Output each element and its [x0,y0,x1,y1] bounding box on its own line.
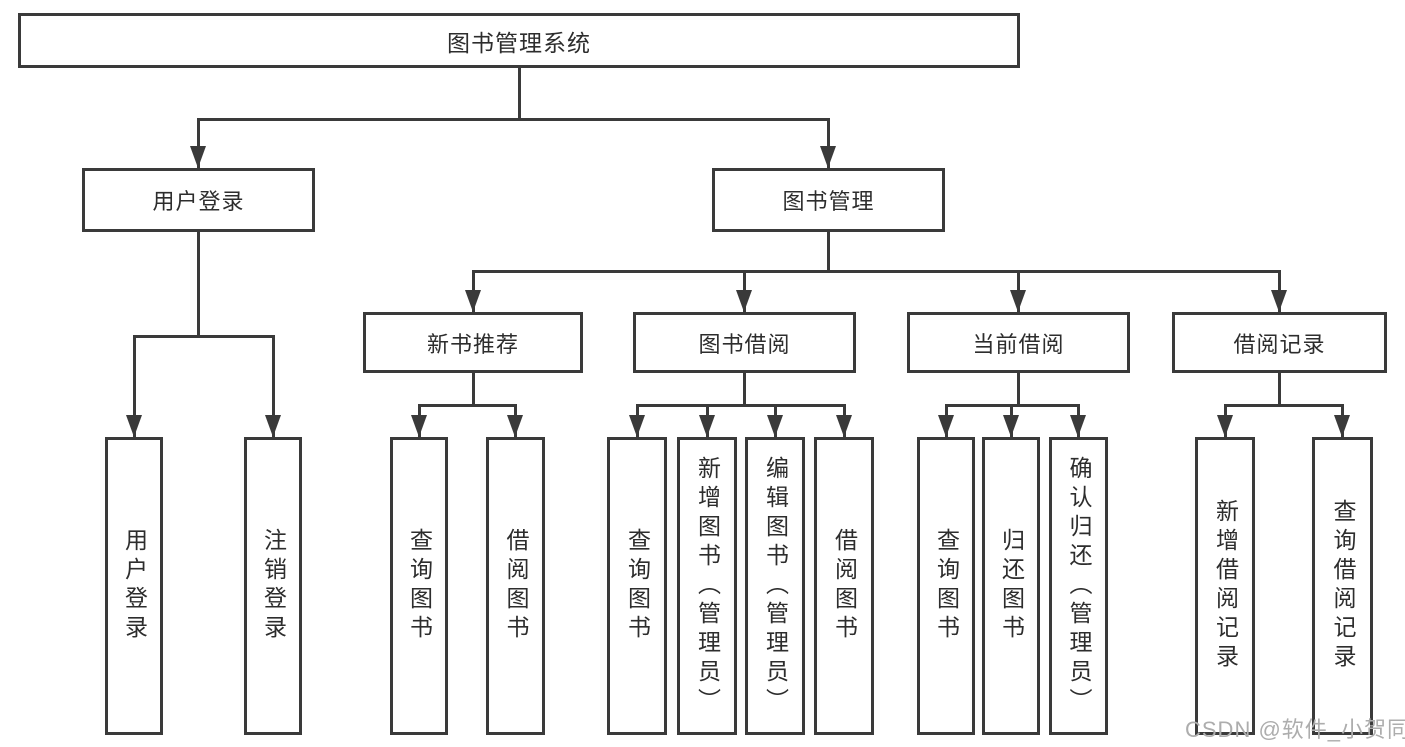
connector-borrow-records-stem [1278,373,1281,407]
node-br-query: 查询借阅记录 [1312,437,1373,735]
connector-user-login-stem [197,232,200,338]
connector-new-book-rec-stem [472,373,475,407]
arrowhead-book-mgmt [820,146,836,168]
connector-branch-borrow-records [1224,404,1344,407]
arrowhead-new-book-rec [465,290,481,312]
arrowhead-br-add [1217,415,1233,437]
connector-branch-new-book-rec [418,404,517,407]
node-bb-edit: 编辑图书（管理员） [745,437,805,735]
arrowhead-borrow-records [1271,290,1287,312]
node-nb-query: 查询图书 [390,437,448,735]
connector-branch-book-borrow [636,404,846,407]
connector-branch-user-login [133,335,275,338]
connector-root-trunk [518,68,521,121]
arrowhead-cb-query [938,415,954,437]
connector-book-mgmt-stem [827,232,830,273]
node-br-add: 新增借阅记录 [1195,437,1255,735]
node-bb-borrow: 借阅图书 [814,437,874,735]
arrowhead-current-borrow [1010,290,1026,312]
node-cb-return: 归还图书 [982,437,1040,735]
arrowhead-cb-confirm [1070,415,1086,437]
connector-to-ul-logout [272,335,275,437]
node-user-login: 用户登录 [82,168,315,232]
node-borrow-records: 借阅记录 [1172,312,1387,373]
node-nb-borrow: 借阅图书 [486,437,545,735]
arrowhead-nb-borrow [507,415,523,437]
watermark: CSDN @软件_小贺同学 [1185,717,1405,742]
node-book-mgmt: 图书管理 [712,168,945,232]
node-cb-confirm: 确认归还（管理员） [1049,437,1108,735]
connector-branch-level3 [472,270,1280,273]
arrowhead-cb-return [1003,415,1019,437]
arrowhead-ul-login [126,415,142,437]
node-bb-query: 查询图书 [607,437,667,735]
node-current-borrow: 当前借阅 [907,312,1130,373]
connector-book-borrow-stem [743,373,746,407]
arrowhead-bb-edit [767,415,783,437]
node-ul-login: 用户登录 [105,437,163,735]
connector-branch-level1 [197,118,830,121]
arrowhead-book-borrow [736,290,752,312]
arrowhead-user-login [190,146,206,168]
arrowhead-br-query [1334,415,1350,437]
node-root: 图书管理系统 [18,13,1020,68]
arrowhead-bb-query [629,415,645,437]
node-new-book-rec: 新书推荐 [363,312,583,373]
arrowhead-bb-borrow [836,415,852,437]
node-cb-query: 查询图书 [917,437,975,735]
arrowhead-nb-query [411,415,427,437]
arrowhead-bb-add [699,415,715,437]
node-book-borrow: 图书借阅 [633,312,856,373]
connector-to-user-login [197,118,200,168]
connector-to-ul-login [133,335,136,437]
node-bb-add: 新增图书（管理员） [677,437,737,735]
arrowhead-ul-logout [265,415,281,437]
connector-to-book-mgmt [827,118,830,168]
node-ul-logout: 注销登录 [244,437,302,735]
connector-current-borrow-stem [1017,373,1020,407]
